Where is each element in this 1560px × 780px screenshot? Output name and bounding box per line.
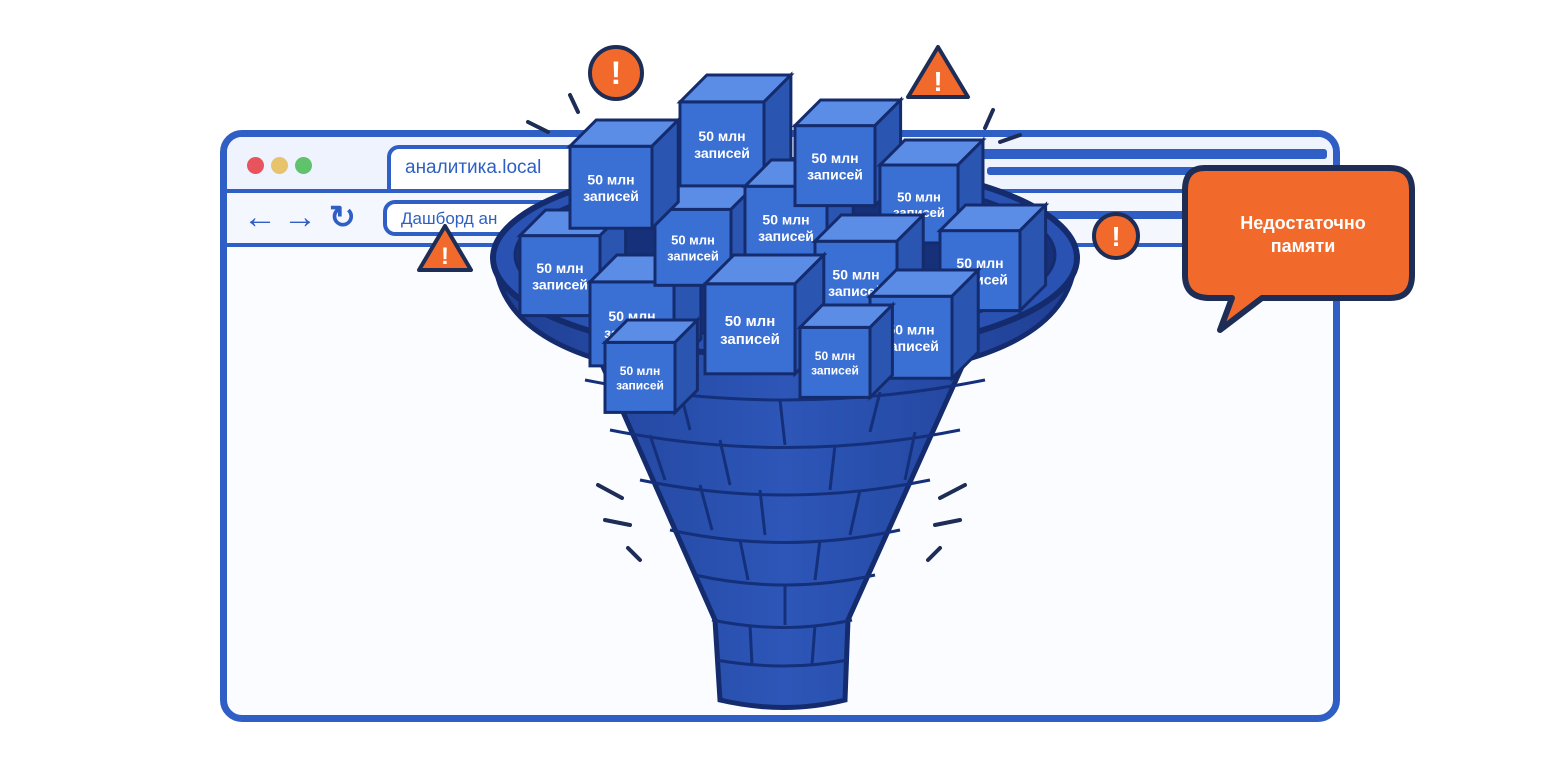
reload-icon[interactable]: ↻ [329, 199, 356, 235]
address-text: Дашборд ан [401, 209, 498, 228]
titlebar-stripe [987, 167, 1327, 175]
cube-label: 50 млн [587, 171, 634, 187]
warning-circle-icon: ! [588, 45, 644, 101]
cube-label: 50 млн [832, 266, 879, 282]
cube-label: записей [583, 188, 639, 204]
cube-label: 50 млн [762, 211, 809, 227]
cube-label: записей [694, 145, 750, 161]
cube-label: 50 млн [536, 260, 583, 276]
svg-text:!: ! [441, 243, 449, 270]
cube-label: 50 млн [897, 189, 941, 204]
warning-triangle-icon: ! [906, 45, 970, 99]
cube-label: записей [758, 228, 814, 244]
window-close-dot[interactable] [247, 157, 264, 174]
cube-label: записей [883, 338, 939, 354]
cube-label: 50 млн [956, 255, 1003, 271]
window-minimize-dot[interactable] [271, 157, 288, 174]
cube-label: 50 млн [725, 313, 776, 330]
arrow-right-icon[interactable]: → [283, 198, 317, 236]
svg-text:!: ! [611, 55, 622, 91]
error-speech-bubble [1182, 165, 1415, 333]
svg-text:!: ! [1111, 221, 1120, 252]
arrow-left-icon[interactable]: ← [243, 198, 277, 236]
cube-label: записей [811, 363, 859, 377]
titlebar-stripe [947, 149, 1327, 159]
cube-label: 50 млн [698, 128, 745, 144]
cube-label: 50 млн [620, 364, 660, 378]
cube-label: записей [532, 277, 588, 293]
warning-triangle-icon: ! [417, 224, 473, 272]
svg-text:!: ! [933, 66, 942, 97]
window-maximize-dot[interactable] [295, 157, 312, 174]
error-message-line-1: Недостаточно [1240, 213, 1366, 233]
cube-label: 50 млн [815, 349, 855, 363]
cube-label: 50 млн [887, 321, 934, 337]
error-message-line-2: памяти [1270, 236, 1336, 256]
cube-label: записей [667, 248, 719, 263]
warning-circle-icon: ! [1092, 212, 1140, 260]
impact-lines [526, 93, 1022, 562]
cube-label: записей [616, 378, 664, 392]
cube-label: записей [807, 167, 863, 183]
cube-label: записей [720, 331, 780, 348]
error-message: Недостаточно памяти [1198, 212, 1408, 258]
cube-label: 50 млн [811, 150, 858, 166]
cube-label: 50 млн [671, 233, 715, 248]
tab-title: аналитика.local [405, 157, 542, 178]
toolbar-stripe [1007, 211, 1327, 219]
